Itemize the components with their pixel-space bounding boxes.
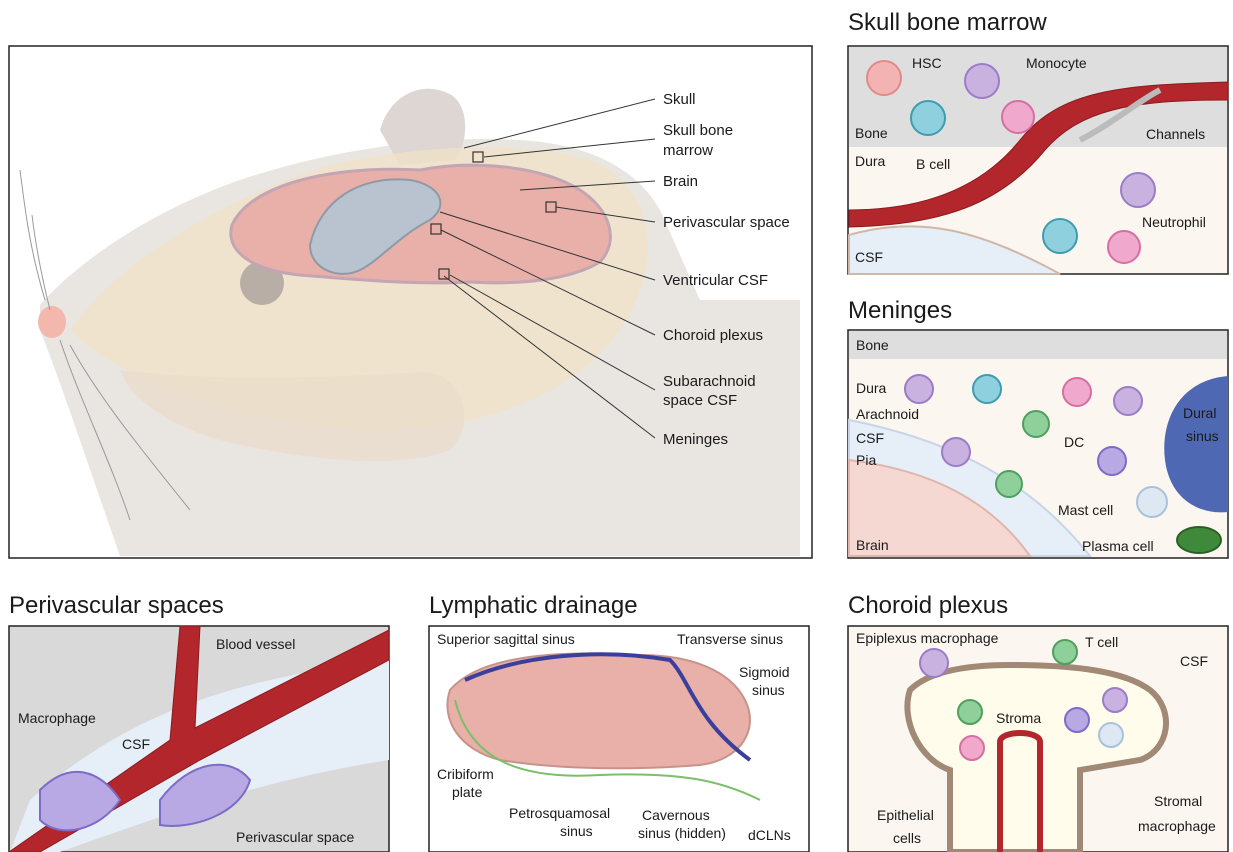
- label-csf: CSF: [855, 249, 883, 265]
- label-b-cell: B cell: [916, 156, 950, 172]
- label-dural-2: sinus: [1186, 428, 1219, 444]
- lymphatic-panel: Lymphatic drainage Superior sagittal sin…: [429, 592, 809, 852]
- label-channels: Channels: [1146, 126, 1205, 142]
- label-sigmoid-2: sinus: [752, 682, 785, 698]
- epiplexus-macrophage-cell: [920, 649, 948, 677]
- stroma-t-cell: [958, 700, 982, 724]
- label-plasma-cell: Plasma cell: [1082, 538, 1154, 554]
- label-cribiform-2: plate: [452, 784, 483, 800]
- label-arachnoid: Arachnoid: [856, 406, 919, 422]
- label-mening-csf: CSF: [856, 430, 884, 446]
- label-pia: Pia: [856, 452, 876, 468]
- stroma-neutrophil: [960, 736, 984, 760]
- choroid-t-cell: [1053, 640, 1077, 664]
- label-cribiform-1: Cribiform: [437, 766, 494, 782]
- label-cav-1: Cavernous: [642, 807, 710, 823]
- meninges-bone: [849, 331, 1227, 359]
- callout-skull-bone-2: marrow: [663, 142, 713, 159]
- b-cell: [911, 101, 945, 135]
- label-t-cell: T cell: [1085, 634, 1118, 650]
- mening-t-cell-2: [996, 471, 1022, 497]
- title-skull-bone-marrow: Skull bone marrow: [848, 9, 1047, 36]
- title-meninges: Meninges: [848, 297, 952, 324]
- title-perivascular: Perivascular spaces: [9, 592, 224, 619]
- label-stromal-2: macrophage: [1138, 818, 1216, 834]
- label-dclns: dCLNs: [748, 827, 791, 843]
- stroma-monocyte: [1103, 688, 1127, 712]
- mening-neutrophil: [1063, 378, 1091, 406]
- label-epiplexus: Epiplexus macrophage: [856, 630, 999, 646]
- label-superior: Superior sagittal sinus: [437, 631, 575, 647]
- callout-brain: Brain: [663, 173, 698, 190]
- label-dc: DC: [1064, 434, 1084, 450]
- label-mening-bone: Bone: [856, 337, 889, 353]
- callout-meninges: Meninges: [663, 431, 728, 448]
- label-dura: Dura: [855, 153, 886, 169]
- label-transverse: Transverse sinus: [677, 631, 783, 647]
- monocyte-cell-2: [1121, 173, 1155, 207]
- label-peri-space: Perivascular space: [236, 829, 354, 845]
- callout-ventricular: Ventricular CSF: [663, 272, 768, 289]
- monocyte-cell: [965, 64, 999, 98]
- label-stromal-1: Stromal: [1154, 793, 1202, 809]
- label-macrophage: Macrophage: [18, 710, 96, 726]
- main-panel: Skull Skull bone marrow Brain Perivascul…: [9, 46, 812, 558]
- mening-b-cell: [973, 375, 1001, 403]
- callout-choroid: Choroid plexus: [663, 327, 763, 344]
- label-dural-1: Dural: [1183, 405, 1216, 421]
- mening-monocyte-1: [905, 375, 933, 403]
- meninges-panel: Meninges Bone Dura Arachnoid CSF Pia Bra…: [848, 297, 1228, 558]
- callout-skull-bone-1: Skull bone: [663, 122, 733, 139]
- title-lymphatic: Lymphatic drainage: [429, 592, 638, 619]
- skull-bone-marrow-panel: Skull bone marrow HSC Monocyte Bone Dura…: [848, 9, 1228, 274]
- callout-subarachnoid-1: Subarachnoid: [663, 373, 756, 390]
- label-epi-2: cells: [893, 830, 921, 846]
- neutrophil-cell-2: [1108, 231, 1140, 263]
- stromal-macrophage-cell: [1065, 708, 1089, 732]
- label-peri-csf: CSF: [122, 736, 150, 752]
- label-mening-dura: Dura: [856, 380, 887, 396]
- label-petro-1: Petrosquamosal: [509, 805, 610, 821]
- label-petro-2: sinus: [560, 823, 593, 839]
- stroma-mast-cell: [1099, 723, 1123, 747]
- label-epi-1: Epithelial: [877, 807, 934, 823]
- label-stroma: Stroma: [996, 710, 1041, 726]
- b-cell-2: [1043, 219, 1077, 253]
- callout-skull: Skull: [663, 91, 696, 108]
- choroid-panel: Choroid plexus Epiplexus macrophage T ce…: [848, 592, 1228, 852]
- label-mast-cell: Mast cell: [1058, 502, 1113, 518]
- label-cav-2: sinus (hidden): [638, 825, 726, 841]
- mouse-nose: [38, 306, 66, 338]
- callout-subarachnoid-2: space CSF: [663, 392, 737, 409]
- label-choroid-csf: CSF: [1180, 653, 1208, 669]
- label-bone: Bone: [855, 125, 888, 141]
- perivascular-panel: Perivascular spaces Blood vessel Macroph…: [9, 592, 389, 852]
- title-choroid: Choroid plexus: [848, 592, 1008, 619]
- plasma-cell: [1177, 527, 1221, 553]
- label-hsc: HSC: [912, 55, 942, 71]
- dc-cell: [1098, 447, 1126, 475]
- mening-monocyte-2: [1114, 387, 1142, 415]
- label-neutrophil: Neutrophil: [1142, 214, 1206, 230]
- label-brain: Brain: [856, 537, 889, 553]
- mening-monocyte-3: [942, 438, 970, 466]
- callout-perivascular: Perivascular space: [663, 214, 790, 231]
- mast-cell: [1137, 487, 1167, 517]
- mening-t-cell-1: [1023, 411, 1049, 437]
- hsc-cell: [867, 61, 901, 95]
- label-sigmoid-1: Sigmoid: [739, 664, 790, 680]
- label-blood-vessel: Blood vessel: [216, 636, 295, 652]
- neutrophil-cell-1: [1002, 101, 1034, 133]
- label-monocyte: Monocyte: [1026, 55, 1087, 71]
